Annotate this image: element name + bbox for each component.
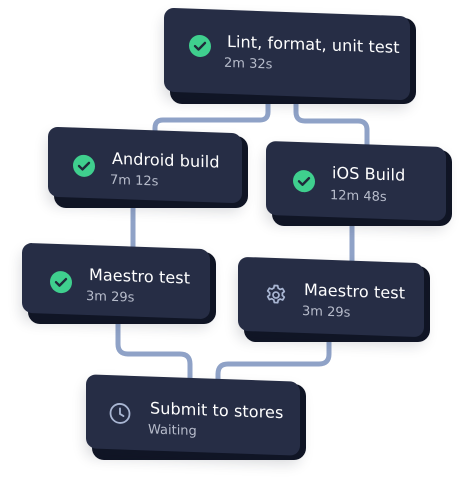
job-title: Maestro test — [304, 280, 406, 303]
gear-icon — [264, 283, 288, 308]
connector-maestro-submit-right — [215, 334, 332, 387]
job-duration: 2m 32s — [224, 55, 273, 73]
clock-icon — [108, 401, 132, 426]
job-title: iOS Build — [332, 163, 406, 185]
job-card-lint[interactable]: Lint, format, unit test 2m 32s — [164, 7, 410, 101]
job-status: Waiting — [148, 422, 197, 440]
job-title: Submit to stores — [150, 398, 284, 423]
job-duration: 3m 29s — [86, 288, 135, 306]
job-title: Maestro test — [89, 265, 191, 288]
job-card-ios-build[interactable]: iOS Build 12m 48s — [266, 140, 446, 222]
check-circle-icon — [292, 169, 316, 194]
job-title: Android build — [112, 148, 220, 172]
job-card-maestro-test-android[interactable]: Maestro test 3m 29s — [22, 242, 210, 320]
check-circle-icon — [72, 153, 96, 178]
connector-maestro-submit-left — [115, 317, 193, 385]
job-duration: 12m 48s — [330, 188, 387, 206]
job-title: Lint, format, unit test — [227, 31, 400, 57]
job-card-android-build[interactable]: Android build 7m 12s — [48, 126, 242, 204]
check-circle-icon — [49, 270, 73, 295]
job-card-maestro-test-ios[interactable]: Maestro test 3m 29s — [238, 256, 424, 338]
job-duration: 3m 29s — [302, 303, 351, 321]
check-circle-icon — [188, 34, 212, 59]
job-card-submit-to-stores[interactable]: Submit to stores Waiting — [86, 374, 300, 456]
job-duration: 7m 12s — [110, 172, 159, 190]
